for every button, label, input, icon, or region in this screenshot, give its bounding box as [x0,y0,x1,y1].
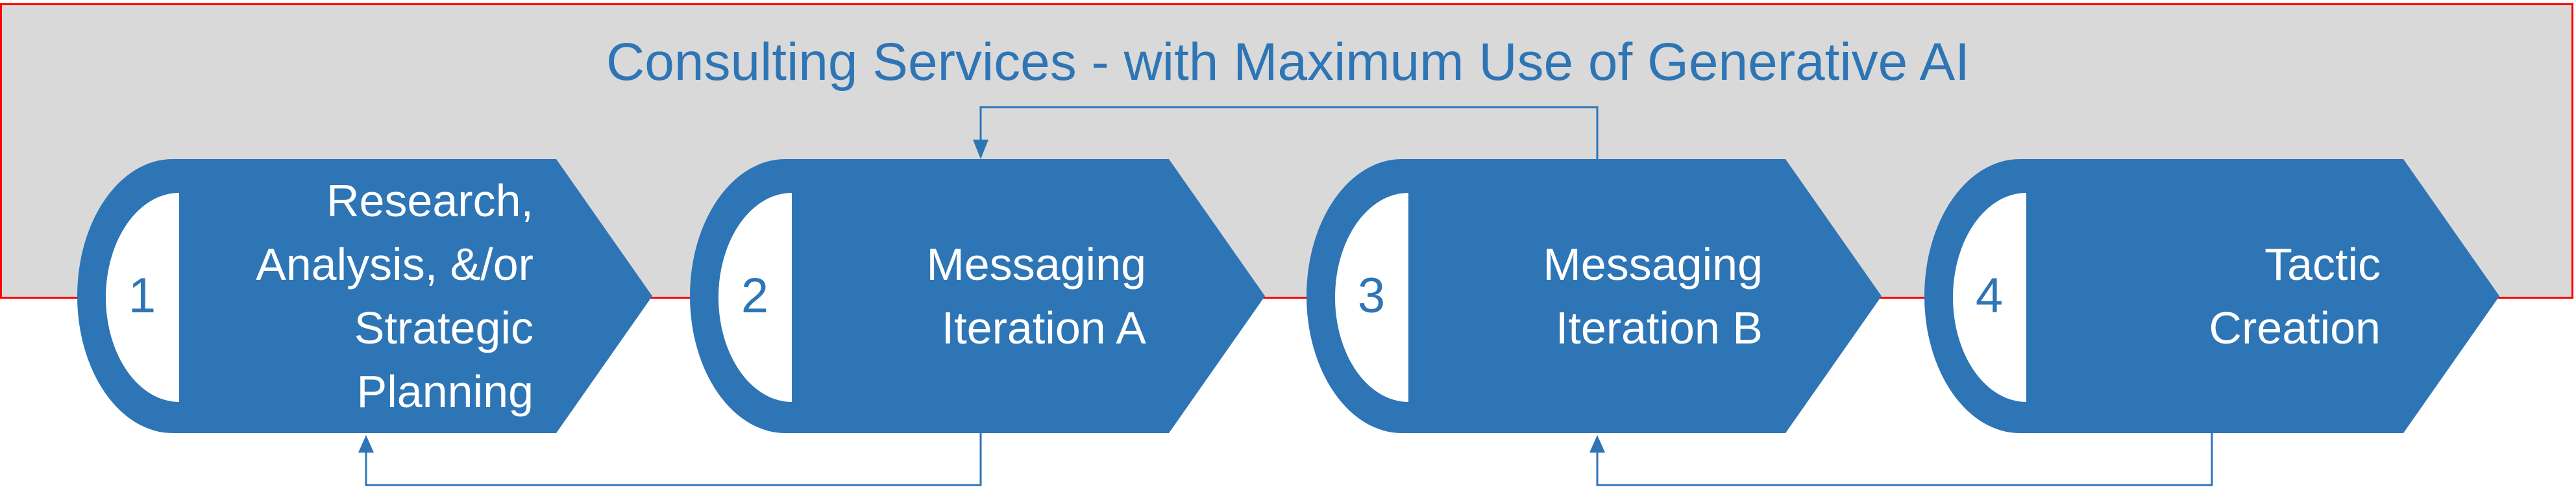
step-label-line: Iteration A [941,303,1146,353]
step-label-line: Tactic [2264,239,2381,290]
step-label-line: Iteration B [1555,303,1763,353]
step-label-line: Messaging [926,239,1146,290]
step-number-badge [1335,193,1408,402]
diagram-title: Consulting Services - with Maximum Use o… [606,32,1970,92]
step-number-badge [1953,193,2026,402]
step-label: Messaging Iteration B [1425,159,1763,433]
step-label-line: Messaging [1543,239,1763,290]
arrowhead-into-step-3 [1589,435,1605,453]
step-chevron-shape [1924,159,2499,433]
step-chevron-shape [690,159,1265,433]
step-number: 2 [741,268,769,323]
arrowhead-into-step-2 [973,140,988,159]
step-number: 1 [128,268,156,323]
step-number-badge [106,193,179,402]
step-label: Tactic Creation [2043,159,2381,433]
step-label-line: Planning [356,366,534,417]
connector-3-to-2 [979,106,1599,159]
step-number: 4 [1975,268,2004,323]
connector-4-to-3 [1596,433,2213,486]
arrowhead-into-step-1 [358,435,374,453]
step-label: Research, Analysis, &/or Strategic Plann… [196,159,534,433]
step-label: Messaging Iteration A [809,159,1146,433]
step-label-line: Strategic [354,303,534,353]
step-number-badge [718,193,792,402]
step-chevron-shape [1306,159,1882,433]
step-label-line: Creation [2209,303,2381,353]
connector-2-to-1 [365,433,982,486]
step-number: 3 [1357,268,1386,323]
step-chevron-shape [77,159,652,433]
step-label-line: Analysis, &/or [256,239,534,290]
step-label-line: Research, [326,175,534,226]
